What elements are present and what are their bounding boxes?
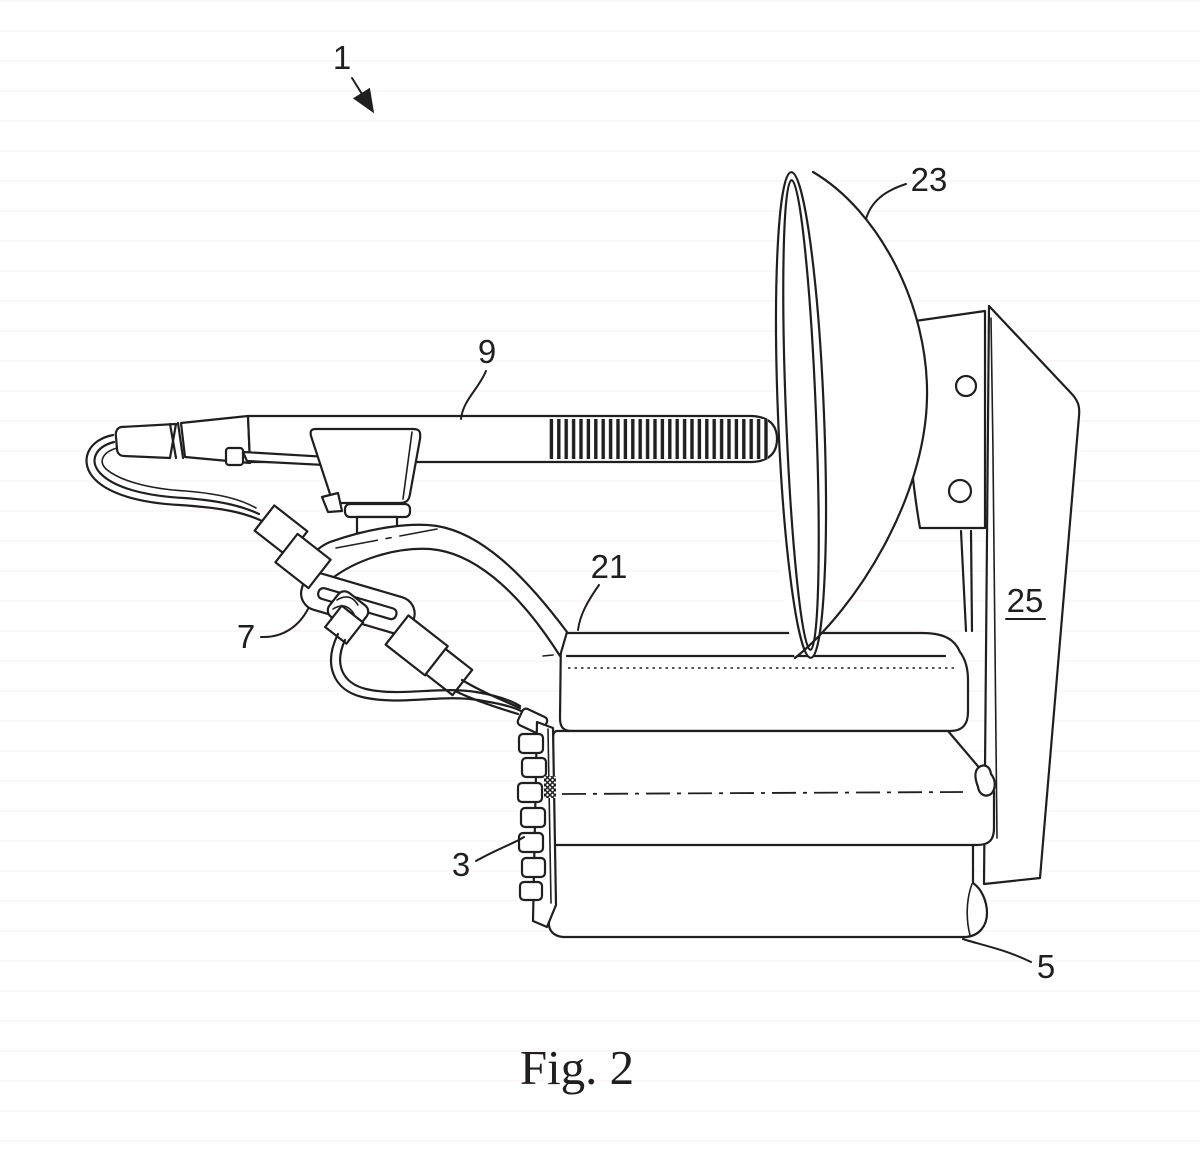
dish-rim-outer	[774, 171, 828, 659]
lower-housing	[547, 729, 996, 939]
strip-knob	[520, 856, 547, 879]
connector-cable-lines	[453, 678, 522, 716]
mount-flange	[343, 502, 412, 519]
ref-label-7: 7	[237, 618, 255, 655]
strip-knob	[519, 806, 547, 829]
connector-knurl-b	[424, 647, 474, 697]
ref-arrow-1	[351, 77, 375, 114]
cable-connector	[253, 504, 549, 735]
cable-run-3	[101, 447, 257, 509]
ref-label-9: 9	[478, 333, 496, 370]
reference-annotations: 1 9 23 21 25 7 3 5	[237, 39, 1055, 985]
control-strip	[516, 720, 558, 929]
strip-knob	[520, 756, 548, 779]
ref-label-1: 1	[333, 39, 351, 76]
probe-ring	[168, 421, 185, 460]
strip-knob	[516, 781, 544, 804]
connector-loop-2	[339, 638, 522, 708]
probe-mount	[309, 427, 422, 535]
probe-cable	[85, 433, 264, 523]
leader-line-9	[460, 370, 487, 420]
parabolic-dish	[774, 170, 929, 660]
ref-label-21: 21	[591, 548, 628, 585]
microphone-probe	[114, 414, 779, 471]
connector-loop-1	[329, 632, 525, 714]
bracket-post	[959, 529, 974, 633]
upper-housing	[542, 631, 970, 733]
lower-housing-body	[547, 729, 996, 939]
panel-clip	[974, 764, 996, 797]
connector-spring-coils	[332, 596, 359, 615]
figure-caption: Fig. 2	[520, 1040, 634, 1095]
connector-knurl-ring	[324, 604, 365, 645]
bracket-hole-lower	[947, 478, 973, 504]
probe-tip-cap	[114, 422, 178, 460]
ref-label-3: 3	[452, 846, 470, 883]
lower-housing-foot-line	[966, 883, 973, 936]
mount-clamp-inner-line	[402, 431, 413, 500]
strip-knob	[517, 831, 545, 854]
ref-label-5: 5	[1037, 948, 1055, 985]
strip-knob	[517, 732, 545, 755]
upper-housing-body	[558, 631, 970, 733]
probe-rib-section	[546, 419, 768, 459]
probe-tab	[224, 446, 245, 467]
dish-bowl-profile	[793, 170, 929, 660]
panel-face	[982, 304, 1081, 886]
ref-label-25: 25	[1007, 582, 1044, 619]
mount-clip	[320, 491, 344, 514]
connector-hex-sleeve	[274, 532, 332, 590]
strip-hatch	[544, 776, 556, 798]
leader-line-7	[260, 608, 309, 639]
dish-rim-inner	[782, 179, 820, 651]
leader-line-23	[865, 183, 907, 220]
mounting-panel	[982, 304, 1081, 886]
upper-housing-tick	[542, 654, 554, 657]
ref-label-23: 23	[911, 161, 948, 198]
panel-edge-line	[990, 317, 998, 839]
leader-line-3	[475, 836, 525, 862]
cable-run-1	[85, 433, 264, 523]
cable-run-2	[93, 440, 261, 516]
lower-housing-centerline	[561, 791, 964, 795]
strip-knob	[518, 880, 544, 902]
arm-dash-line	[335, 528, 438, 549]
leader-line-21	[577, 584, 600, 631]
bracket-hole-upper	[954, 374, 978, 398]
leader-line-5	[962, 938, 1032, 963]
strip-edge-line	[547, 728, 552, 904]
